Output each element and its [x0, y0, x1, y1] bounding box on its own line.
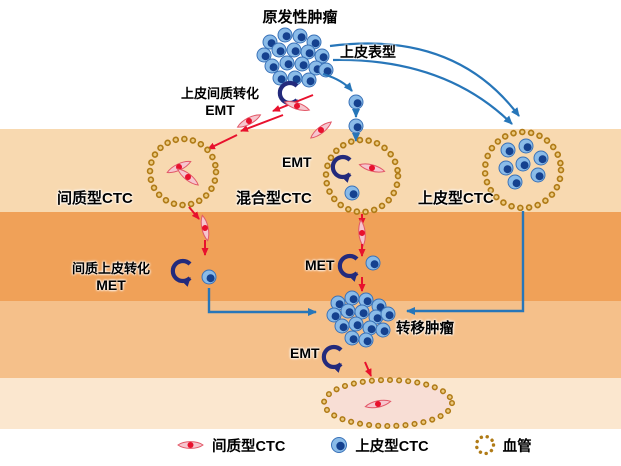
met-curved-arrow-middle — [340, 256, 357, 276]
tissue-band-1 — [0, 129, 621, 212]
legend-label-mesenchymal: 间质型CTC — [212, 438, 286, 455]
vessel-right — [481, 128, 565, 212]
met-curved-arrow-left — [173, 261, 190, 281]
emt-transition-line2: EMT — [205, 102, 235, 118]
emt-transition-line1: 上皮间质转化 — [180, 86, 259, 101]
met-transition-label: 间质上皮转化 MET — [56, 258, 166, 293]
legend-label-epithelial: 上皮型CTC — [355, 438, 429, 455]
primary-tumor-cluster — [256, 27, 334, 88]
epithelial-phenotype-label: 上皮表型 — [340, 44, 396, 60]
right-extravasation-path — [406, 211, 525, 315]
emt-curved-arrow-middle — [333, 157, 350, 177]
emt-curved-arrow-bottom — [324, 347, 341, 367]
legend: 间质型CTC 上皮型CTC 血管 — [176, 434, 532, 456]
metastatic-tumor-cluster — [326, 290, 396, 348]
emt-mid-label: EMT — [282, 154, 312, 170]
met-mid-label: MET — [305, 257, 335, 273]
met-transition-line1: 间质上皮转化 — [71, 261, 150, 276]
mesenchymal-cell-icon — [177, 441, 204, 449]
legend-item-epithelial: 上皮型CTC — [329, 435, 429, 456]
legend-item-vessel: 血管 — [473, 434, 532, 456]
vessel-left — [146, 135, 220, 209]
middle-extravasation-path — [340, 214, 381, 292]
metastatic-tumor-label: 转移肿瘤 — [396, 321, 454, 337]
primary-tumor-label: 原发性肿瘤 — [262, 9, 338, 26]
epithelial-route-arrows — [322, 42, 520, 142]
bottom-red-arrow — [364, 361, 372, 377]
vessel-bottom-ellipse — [321, 377, 455, 429]
hybrid-ctc-label: 混合型CTC — [236, 190, 312, 207]
met-transition-line2: MET — [96, 277, 126, 293]
left-extravasation-path — [173, 206, 317, 316]
legend-label-vessel: 血管 — [502, 438, 532, 455]
vessel-middle — [322, 136, 402, 216]
mesenchymal-ctc-label: 间质型CTC — [57, 190, 133, 207]
emt-transition-label: 上皮间质转化 EMT — [168, 83, 272, 118]
vessel-icon — [474, 434, 495, 456]
tissue-band-4 — [0, 378, 621, 429]
emt-bottom-label: EMT — [290, 345, 320, 361]
tissue-band-2 — [0, 212, 621, 301]
epithelial-cell-icon — [331, 437, 348, 453]
epithelial-ctc-label: 上皮型CTC — [418, 190, 494, 207]
legend-item-mesenchymal: 间质型CTC — [176, 435, 285, 456]
emt-curved-arrow-top — [280, 83, 297, 103]
